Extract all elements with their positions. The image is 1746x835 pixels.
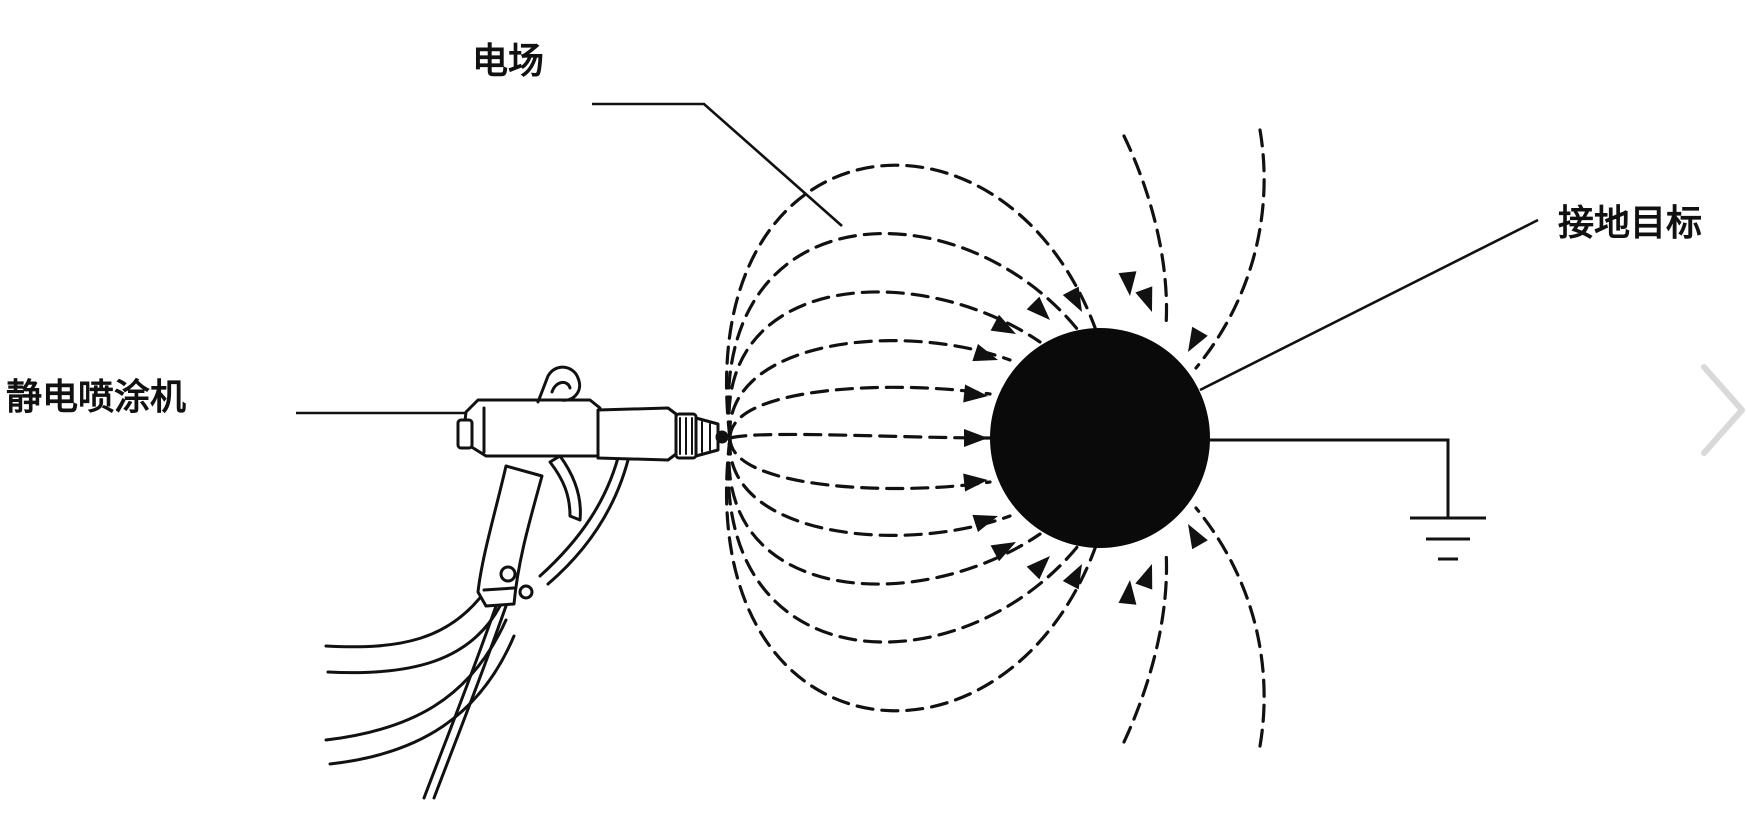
leader-lines — [296, 102, 1539, 415]
target-leader-line — [1199, 218, 1539, 392]
field-line — [727, 436, 1042, 586]
field-line — [728, 385, 992, 440]
field-arrows — [963, 271, 1208, 605]
field-lines — [724, 128, 1266, 748]
field-arrowhead — [963, 384, 988, 403]
field-arrowhead — [964, 429, 988, 447]
field-arrowhead — [972, 344, 998, 362]
field-arrowhead — [1188, 326, 1208, 352]
field-arrowhead — [1062, 564, 1082, 590]
field-line — [1194, 506, 1266, 748]
grounded-target-label: 接地目标 — [1558, 203, 1703, 244]
field-line — [724, 436, 1100, 713]
field-line — [726, 232, 1080, 440]
field-arrowhead — [990, 542, 1016, 562]
field-arrowhead — [1118, 580, 1137, 605]
field-arrowhead — [1188, 524, 1208, 550]
chevron-right-icon — [1701, 364, 1745, 456]
field-line — [726, 436, 1080, 644]
field-arrowhead — [972, 514, 998, 532]
ground-symbol — [1210, 438, 1486, 561]
field-line — [727, 290, 1042, 440]
field-line — [1122, 548, 1169, 744]
field-leader-line — [592, 102, 843, 227]
field-arrowhead — [1062, 286, 1082, 312]
next-slide-button[interactable] — [1698, 355, 1746, 465]
field-arrowhead — [963, 473, 988, 492]
field-arrowhead — [1135, 564, 1153, 590]
field-line — [728, 432, 992, 440]
field-arrowhead — [1026, 296, 1050, 320]
field-line — [728, 436, 1012, 537]
field-arrowhead — [1118, 271, 1137, 296]
field-line — [728, 339, 1012, 440]
field-line — [728, 436, 992, 491]
field-arrowhead — [1026, 556, 1050, 580]
electric-field-label: 电场 — [472, 41, 545, 82]
field-line — [724, 163, 1100, 440]
field-arrowhead — [990, 314, 1016, 334]
field-line — [1194, 128, 1266, 370]
field-arrowhead — [1135, 286, 1153, 312]
spray-gun — [324, 365, 729, 800]
spray-gun-label: 静电喷涂机 — [6, 377, 187, 418]
grounded-target — [990, 328, 1210, 548]
